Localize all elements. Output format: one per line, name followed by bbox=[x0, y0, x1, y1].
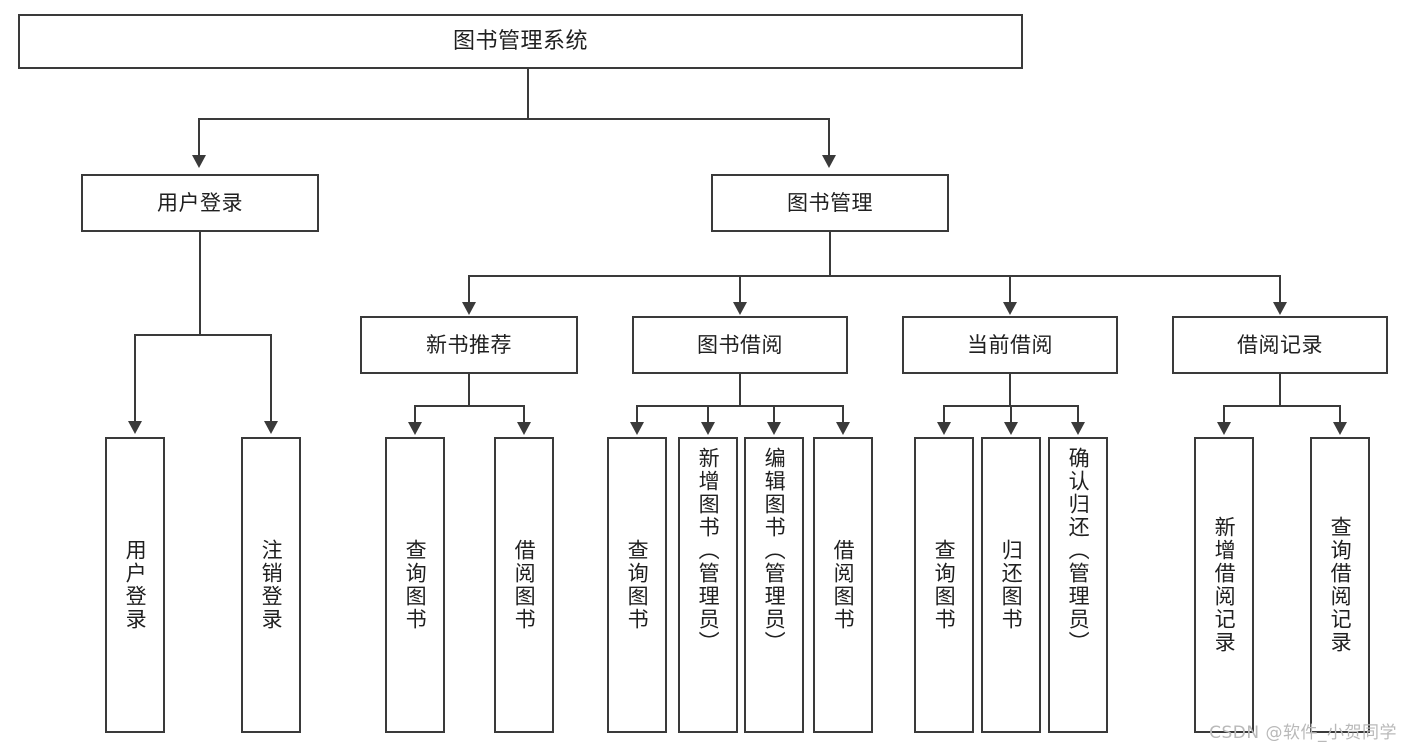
connector-user-login-stem bbox=[199, 232, 201, 335]
connector-book-borrow-child-4 bbox=[842, 405, 844, 425]
connector-book-borrow-child-2 bbox=[707, 405, 709, 425]
connector-borrow-record-child-1 bbox=[1223, 405, 1225, 425]
arrowhead-book-borrow-child-3 bbox=[767, 422, 781, 435]
connector-book-manage-bus bbox=[468, 275, 1280, 277]
arrowhead-book-manage bbox=[822, 155, 836, 168]
connector-book-borrow-child-3 bbox=[773, 405, 775, 425]
arrowhead-lvl2-2 bbox=[733, 302, 747, 315]
arrowhead-new-book-child-2 bbox=[517, 422, 531, 435]
connector-user-login-child-2 bbox=[270, 334, 272, 424]
node-label: 用户登录 bbox=[123, 539, 148, 631]
connector-user-login-child-1 bbox=[134, 334, 136, 424]
node-book-management[interactable]: 图书管理 bbox=[711, 174, 949, 232]
connector-current-borrow-stem bbox=[1009, 374, 1011, 406]
arrowhead-lvl2-1 bbox=[462, 302, 476, 315]
node-user-login[interactable]: 用户登录 bbox=[81, 174, 319, 232]
arrowhead-book-borrow-child-2 bbox=[701, 422, 715, 435]
connector-borrow-record-stem bbox=[1279, 374, 1281, 406]
connector-root-to-book-manage bbox=[828, 118, 830, 158]
leaf-borrow-record-1[interactable]: 新增借阅记录 bbox=[1194, 437, 1254, 733]
leaf-new-book-recommend-2[interactable]: 借阅图书 bbox=[494, 437, 554, 733]
node-label: 注销登录 bbox=[259, 539, 284, 631]
connector-new-book-stem bbox=[468, 374, 470, 406]
node-label: 图书管理 bbox=[787, 190, 873, 215]
connector-root-bus bbox=[198, 118, 830, 120]
node-label: 查询图书 bbox=[932, 539, 957, 631]
connector-current-borrow-child-2 bbox=[1010, 405, 1012, 425]
node-label: 确认归还（管理员） bbox=[1066, 447, 1091, 654]
node-label: 图书管理系统 bbox=[452, 28, 588, 54]
node-label: 编辑图书（管理员） bbox=[762, 447, 787, 654]
arrowhead-borrow-record-child-2 bbox=[1333, 422, 1347, 435]
connector-lvl2-1 bbox=[468, 275, 470, 307]
node-label: 查询图书 bbox=[403, 539, 428, 631]
connector-root-stem bbox=[527, 69, 529, 119]
node-label: 归还图书 bbox=[999, 539, 1024, 631]
connector-book-manage-stem bbox=[829, 232, 831, 276]
leaf-user-login-1[interactable]: 用户登录 bbox=[105, 437, 165, 733]
node-label: 图书借阅 bbox=[697, 332, 783, 357]
leaf-book-borrow-3[interactable]: 编辑图书（管理员） bbox=[744, 437, 804, 733]
leaf-book-borrow-4[interactable]: 借阅图书 bbox=[813, 437, 873, 733]
node-label: 查询借阅记录 bbox=[1328, 516, 1353, 654]
connector-borrow-record-child-2 bbox=[1339, 405, 1341, 425]
arrowhead-borrow-record-child-1 bbox=[1217, 422, 1231, 435]
connector-new-book-child-1 bbox=[414, 405, 416, 425]
arrowhead-user-login-child-1 bbox=[128, 421, 142, 434]
connector-current-borrow-child-3 bbox=[1077, 405, 1079, 425]
node-label: 查询图书 bbox=[625, 539, 650, 631]
connector-book-borrow-stem bbox=[739, 374, 741, 406]
node-new-book-recommend[interactable]: 新书推荐 bbox=[360, 316, 578, 374]
connector-book-borrow-child-1 bbox=[636, 405, 638, 425]
leaf-book-borrow-2[interactable]: 新增图书（管理员） bbox=[678, 437, 738, 733]
connector-user-login-bus bbox=[134, 334, 271, 336]
node-label: 借阅图书 bbox=[512, 539, 537, 631]
connector-borrow-record-bus bbox=[1223, 405, 1341, 407]
arrowhead-current-borrow-child-1 bbox=[937, 422, 951, 435]
node-label: 借阅记录 bbox=[1237, 332, 1323, 357]
connector-book-borrow-bus bbox=[636, 405, 844, 407]
connector-lvl2-3 bbox=[1009, 275, 1011, 307]
connector-current-borrow-child-1 bbox=[943, 405, 945, 425]
connector-new-book-child-2 bbox=[523, 405, 525, 425]
arrowhead-book-borrow-child-1 bbox=[630, 422, 644, 435]
leaf-user-login-2[interactable]: 注销登录 bbox=[241, 437, 301, 733]
arrowhead-lvl2-4 bbox=[1273, 302, 1287, 315]
arrowhead-current-borrow-child-3 bbox=[1071, 422, 1085, 435]
node-current-borrow[interactable]: 当前借阅 bbox=[902, 316, 1118, 374]
node-label: 当前借阅 bbox=[967, 332, 1053, 357]
connector-lvl2-2 bbox=[739, 275, 741, 307]
leaf-current-borrow-1[interactable]: 查询图书 bbox=[914, 437, 974, 733]
node-root-system[interactable]: 图书管理系统 bbox=[18, 14, 1023, 69]
leaf-current-borrow-2[interactable]: 归还图书 bbox=[981, 437, 1041, 733]
node-label: 新增借阅记录 bbox=[1212, 516, 1237, 654]
arrowhead-lvl2-3 bbox=[1003, 302, 1017, 315]
leaf-borrow-record-2[interactable]: 查询借阅记录 bbox=[1310, 437, 1370, 733]
arrowhead-user-login bbox=[192, 155, 206, 168]
leaf-new-book-recommend-1[interactable]: 查询图书 bbox=[385, 437, 445, 733]
node-borrow-record[interactable]: 借阅记录 bbox=[1172, 316, 1388, 374]
leaf-book-borrow-1[interactable]: 查询图书 bbox=[607, 437, 667, 733]
arrowhead-current-borrow-child-2 bbox=[1004, 422, 1018, 435]
connector-lvl2-4 bbox=[1279, 275, 1281, 307]
arrowhead-new-book-child-1 bbox=[408, 422, 422, 435]
node-label: 用户登录 bbox=[157, 190, 243, 215]
arrowhead-user-login-child-2 bbox=[264, 421, 278, 434]
node-label: 新增图书（管理员） bbox=[696, 447, 721, 654]
node-book-borrow[interactable]: 图书借阅 bbox=[632, 316, 848, 374]
node-label: 借阅图书 bbox=[831, 539, 856, 631]
connector-new-book-bus bbox=[414, 405, 525, 407]
leaf-current-borrow-3[interactable]: 确认归还（管理员） bbox=[1048, 437, 1108, 733]
connector-root-to-user-login bbox=[198, 118, 200, 158]
node-label: 新书推荐 bbox=[426, 332, 512, 357]
arrowhead-book-borrow-child-4 bbox=[836, 422, 850, 435]
